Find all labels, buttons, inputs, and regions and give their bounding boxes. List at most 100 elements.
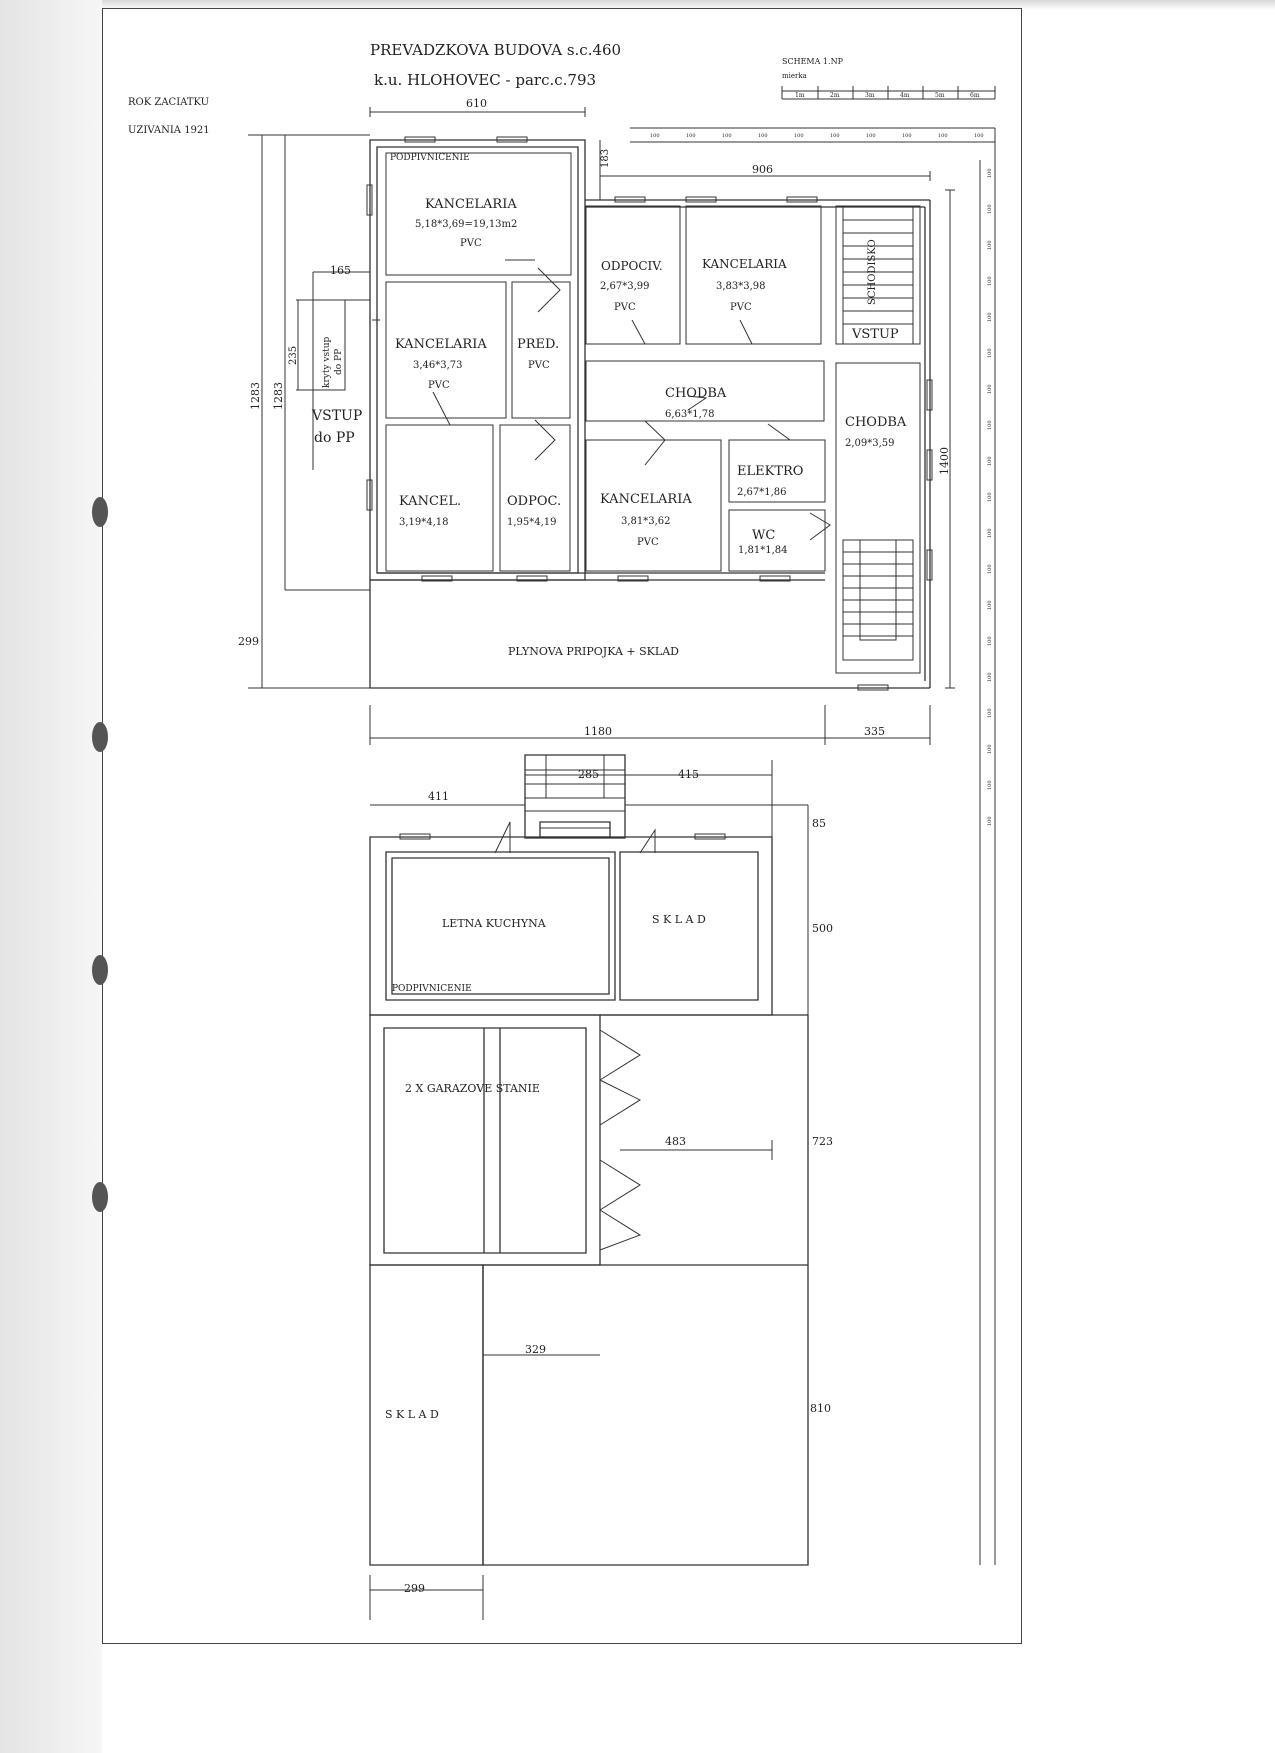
ruler-tick-label: 100 — [987, 312, 993, 322]
ruler-labels-vertical: 100 100 100 100 100 100 100 100 100 100 … — [987, 168, 993, 826]
kryty-vstup-label: do PP — [334, 349, 344, 375]
upper-interior-walls — [372, 153, 920, 673]
room-dims: 2,09*3,59 — [845, 438, 895, 449]
room-name: LETNA KUCHYNA — [442, 917, 547, 930]
room-dims: 1,81*1,84 — [738, 545, 788, 556]
kryty-vstup-label: kryty vstup — [322, 336, 332, 388]
room-dims: 3,83*3,98 — [716, 281, 766, 292]
punch-hole — [92, 1182, 108, 1212]
room-dims: 6,63*1,78 — [665, 409, 715, 420]
dimension-value: 235 — [288, 346, 299, 365]
room-name: PRED. — [517, 337, 559, 352]
ruler-tick-label: 100 — [830, 133, 840, 139]
ruler-tick-label: 100 — [650, 133, 660, 139]
dimension-value: 299 — [238, 635, 259, 648]
ruler-tick-label: 100 — [866, 133, 876, 139]
room-floor: PVC — [730, 302, 752, 313]
scale-tick-label: 6m — [970, 92, 980, 99]
ruler-vertical — [980, 128, 995, 1565]
ruler-tick-label: 100 — [987, 420, 993, 430]
scan-shadow — [0, 0, 102, 1753]
door-swings-upper — [433, 268, 830, 540]
ruler-tick-label: 100 — [987, 456, 993, 466]
dimension-value: 1400 — [938, 447, 951, 475]
scan-edge — [102, 0, 1275, 10]
ruler-labels-horizontal: 100 100 100 100 100 100 100 100 100 100 — [650, 133, 984, 139]
ruler-tick-label: 100 — [974, 133, 984, 139]
upper-building-walls — [370, 140, 930, 688]
ruler-tick-label: 100 — [987, 276, 993, 286]
room-dims: 2,67*1,86 — [737, 487, 787, 498]
room-dims: 3,19*4,18 — [399, 517, 449, 528]
room-name: S K L A D — [385, 1408, 439, 1421]
dimension-value: 411 — [428, 790, 449, 803]
staircase-upper — [843, 207, 913, 660]
room-name: WC — [752, 528, 775, 543]
scale-word: mierka — [782, 72, 807, 80]
ruler-tick-label: 100 — [987, 780, 993, 790]
schodisko-label: SCHODISKO — [867, 239, 878, 305]
room-dims: 5,18*3,69=19,13m2 — [415, 219, 517, 230]
dimension-value: 810 — [810, 1402, 831, 1415]
schema-title: SCHEMA 1.NP — [782, 57, 844, 66]
room-name: KANCELARIA — [702, 257, 787, 271]
scale-tick-label: 3m — [865, 92, 875, 99]
room-name: KANCEL. — [399, 494, 461, 509]
podpivnicenie-label: PODPIVNICENIE — [392, 984, 472, 994]
scale-tick-label: 4m — [900, 92, 910, 99]
ruler-tick-label: 100 — [987, 348, 993, 358]
room-dims: 3,46*3,73 — [413, 360, 463, 371]
dimension-lines-lower — [370, 760, 808, 1620]
dimension-value: 723 — [812, 1135, 833, 1148]
ruler-tick-label: 100 — [987, 240, 993, 250]
room-name: ODPOCIV. — [601, 259, 663, 273]
ruler-tick-label: 100 — [987, 384, 993, 394]
room-floor: PVC — [614, 302, 636, 313]
scale-tick-label: 2m — [830, 92, 840, 99]
room-dims: 2,67*3,99 — [600, 281, 650, 292]
ruler-tick-label: 100 — [722, 133, 732, 139]
dimension-value: 165 — [330, 264, 351, 277]
room-name: 2 X GARAZOVE STANIE — [405, 1082, 540, 1095]
year-label-1: ROK ZACIATKU — [128, 97, 209, 108]
dimension-value: 1283 — [272, 382, 285, 410]
room-name: KANCELARIA — [425, 197, 517, 212]
ruler-tick-label: 100 — [987, 564, 993, 574]
room-floor: PVC — [637, 537, 659, 548]
dimension-value: 183 — [600, 149, 611, 168]
dimension-value: 1180 — [584, 725, 612, 738]
drawing-subtitle: k.u. HLOHOVEC - parc.c.793 — [374, 71, 596, 89]
dimension-value: 500 — [812, 922, 833, 935]
room-floor: PVC — [460, 238, 482, 249]
ruler-tick-label: 100 — [938, 133, 948, 139]
staircase-lower — [525, 755, 625, 828]
year-label-2: UZIVANIA 1921 — [128, 125, 210, 136]
ruler-tick-label: 100 — [987, 708, 993, 718]
ruler-tick-label: 100 — [686, 133, 696, 139]
door-swings-lower — [495, 822, 655, 1250]
dimension-value: 610 — [466, 97, 487, 110]
ruler-tick-label: 100 — [987, 204, 993, 214]
room-name: ODPOC. — [507, 494, 561, 509]
room-name: CHODBA — [665, 386, 727, 401]
room-dims: 3,81*3,62 — [621, 516, 671, 527]
vstup-pp-label: do PP — [314, 430, 355, 446]
room-name: KANCELARIA — [395, 337, 487, 352]
room-floor: PVC — [528, 360, 550, 371]
ruler-tick-label: 100 — [794, 133, 804, 139]
dimension-value: 483 — [665, 1135, 686, 1148]
vstup-label: VSTUP — [851, 327, 899, 342]
dimension-value: 285 — [578, 768, 599, 781]
dimension-value: 415 — [678, 768, 699, 781]
lower-building-walls — [370, 755, 808, 1565]
plynova-label: PLYNOVA PRIPOJKA + SKLAD — [508, 645, 679, 658]
windows-lower — [400, 834, 725, 839]
dimension-value: 329 — [525, 1343, 546, 1356]
ruler-tick-label: 100 — [987, 492, 993, 502]
ruler-tick-label: 100 — [987, 744, 993, 754]
punch-hole — [92, 497, 108, 527]
dimension-value: 1283 — [249, 382, 262, 410]
ruler-tick-label: 100 — [987, 168, 993, 178]
room-dims: 1,95*4,19 — [507, 517, 557, 528]
